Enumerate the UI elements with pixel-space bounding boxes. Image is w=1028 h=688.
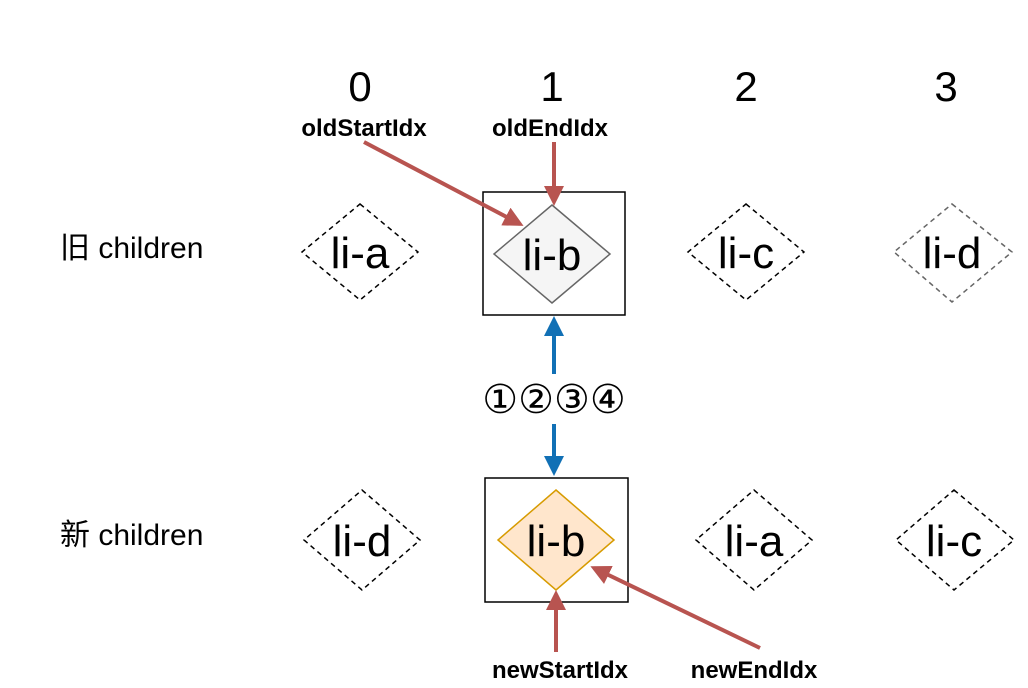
new-node-1: li-b <box>496 489 616 591</box>
old-node-1-label: li-b <box>523 231 582 280</box>
index-label-0: 0 <box>348 63 371 110</box>
old-node-3: li-d <box>892 203 1014 303</box>
old-node-0: li-a <box>300 203 420 301</box>
pointer-new-end-label: newEndIdx <box>691 657 818 684</box>
index-label-1: 1 <box>540 63 563 110</box>
index-label-2: 2 <box>734 63 757 110</box>
new-end-arrow <box>590 565 761 650</box>
row-label-new: 新 children <box>60 519 203 552</box>
old-node-2-label: li-c <box>718 229 774 278</box>
new-node-2-label: li-a <box>725 517 784 566</box>
compare-steps-label: ①②③④ <box>482 378 625 422</box>
row-label-old: 旧 children <box>60 232 203 265</box>
index-label-3: 3 <box>934 63 957 110</box>
old-node-0-label: li-a <box>331 229 390 278</box>
old-node-2: li-c <box>686 203 806 301</box>
new-node-3-label: li-c <box>926 517 982 566</box>
pointer-old-start-label: oldStartIdx <box>301 115 427 142</box>
new-node-1-label: li-b <box>527 517 586 566</box>
pointer-old-end-label: oldEndIdx <box>492 115 609 142</box>
new-node-0-label: li-d <box>333 517 392 566</box>
old-node-3-label: li-d <box>923 229 982 278</box>
new-node-0: li-d <box>302 489 422 591</box>
old-node-1: li-b <box>492 204 612 304</box>
new-node-3: li-c <box>894 489 1016 591</box>
new-node-2: li-a <box>694 489 814 591</box>
pointer-new-start-label: newStartIdx <box>492 657 629 684</box>
old-start-arrow <box>363 140 524 226</box>
